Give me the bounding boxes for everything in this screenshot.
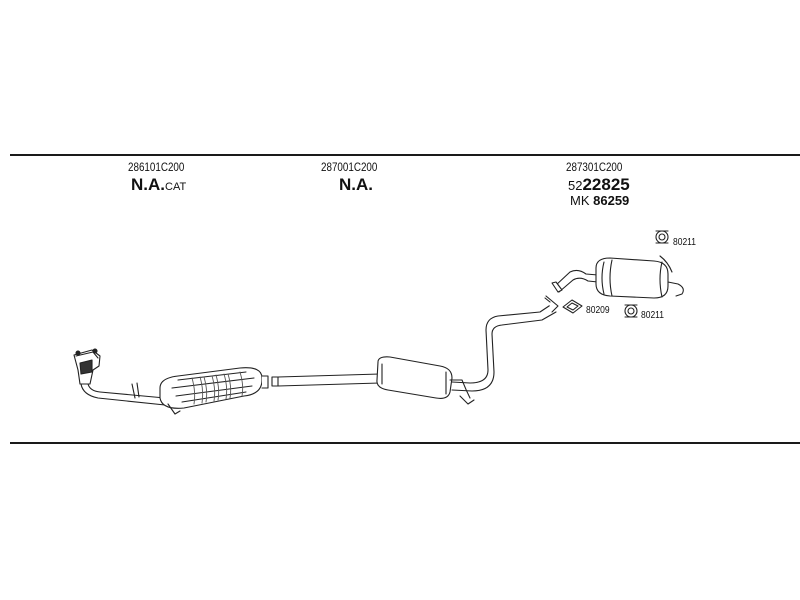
front-flange	[73, 348, 101, 385]
accessory-code-gasket: 80209	[586, 305, 610, 316]
part-label-middle-pipe: N.A.	[339, 175, 373, 194]
part-ref-number: 22825	[582, 175, 630, 194]
front-pipe	[80, 382, 179, 406]
mk-ref-rear-muffler: MK 86259	[570, 193, 629, 208]
accessory-code-hanger-bottom: 80211	[641, 310, 665, 321]
mk-number: 86259	[593, 193, 630, 208]
catalytic-converter	[159, 367, 269, 415]
part-ref-prefix: 52	[568, 178, 583, 193]
part-number-front-pipe: 286101C200	[128, 160, 185, 174]
gasket	[562, 299, 583, 314]
part-ref-rear-muffler: 5222825	[568, 175, 630, 195]
hanger-rubber-bottom	[624, 304, 638, 318]
middle-pipe	[271, 373, 381, 387]
rear-muffler	[551, 255, 684, 299]
middle-silencer	[376, 356, 471, 399]
top-rule	[10, 154, 800, 156]
part-label-front-pipe-suffix: CAT	[165, 181, 187, 193]
part-number-middle-pipe: 287001C200	[321, 160, 378, 174]
tail-connecting-pipe	[451, 295, 559, 405]
hanger-rubber-top	[655, 230, 669, 244]
part-label-front-pipe-main: N.A.	[131, 175, 165, 194]
accessory-code-hanger-top: 80211	[673, 237, 697, 248]
bottom-rule	[10, 442, 800, 444]
part-number-rear-muffler: 287301C200	[566, 160, 623, 174]
mk-prefix: MK	[570, 193, 590, 208]
part-label-front-pipe: N.A.CAT	[131, 175, 186, 195]
